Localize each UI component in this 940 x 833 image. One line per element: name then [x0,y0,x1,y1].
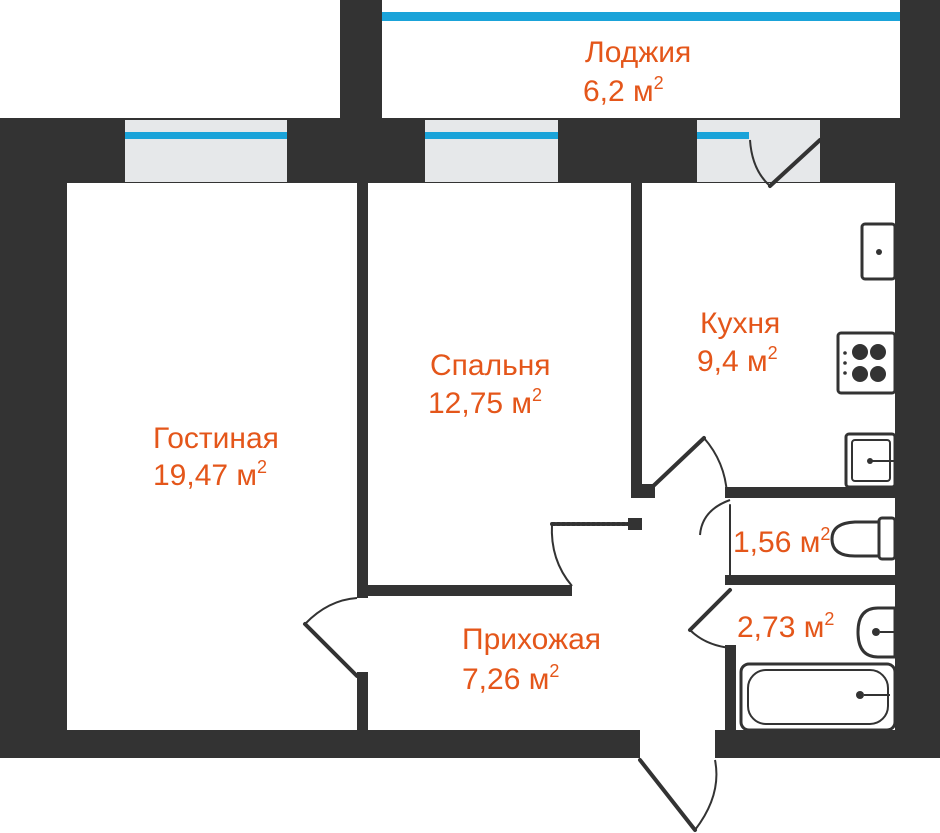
living-bedroom-partition [357,183,368,598]
bathroom-door [688,588,732,632]
kitchen-bottom-wall [725,487,895,498]
kitchen-window [697,132,749,139]
bottom-wall-right [715,730,940,758]
windows [125,0,900,182]
balcony-door-swing [749,139,771,187]
bathroom-left-wall [725,645,736,730]
living-door-swing [304,597,358,625]
stove-icon [836,331,897,395]
kitchen-name: Кухня [700,307,780,340]
loggia-area: 6,2 м2 [583,73,664,108]
wetzone-corner-top [725,487,736,497]
toilet-icon [830,516,897,561]
doors [303,138,822,832]
fixtures [739,222,897,732]
loggia-name: Лоджия [585,36,691,69]
bedroom-bottom-wall [357,585,572,596]
entrance-door [638,758,697,832]
bedroom-door-jamb [628,518,642,530]
kitchen-door-swing [703,437,728,495]
bathtub-icon [739,662,897,732]
sink-icon [860,222,897,281]
bedroom-name: Спальня [430,349,551,382]
bedroom-kitchen-partition [631,183,642,498]
loggia-left-wall [340,0,382,120]
hallway-name: Прихожая [462,623,601,656]
bottom-wall-left [0,730,640,758]
living-name: Гостиная [153,422,279,455]
kitchen-sink-icon [844,432,897,489]
bathroom-area: 2,73 м2 [737,609,834,644]
wetzone-corner-mid [725,575,736,585]
hallway-area: 7,26 м2 [462,661,559,696]
right-wall [895,118,940,758]
toilet-bath-wall [725,575,895,585]
loggia-right-wall [900,0,940,120]
left-wall [0,118,67,758]
kitchen-door [646,436,706,493]
toilet-door-swing [699,499,731,536]
living-area: 19,47 м2 [153,457,267,492]
toilet-area: 1,56 м2 [733,524,830,559]
bedroom-window-frame [425,120,558,182]
bedroom-door-swing [550,523,573,587]
balcony-door [768,138,822,188]
loggia-window [382,12,900,21]
room-labels: Лоджия 6,2 м2 Гостиная 19,47 м2 Спальня … [153,36,834,696]
bathroom-door-swing [689,629,731,649]
living-hall-partition [357,672,368,730]
washbasin-icon [856,606,897,659]
living-window [125,132,287,139]
living-window-frame [125,120,287,182]
entrance-door-swing [694,759,718,831]
bedroom-area: 12,75 м2 [428,385,542,420]
kitchen-area: 9,4 м2 [697,343,778,378]
living-door [303,622,359,678]
bedroom-window [425,132,558,139]
walls [0,0,940,758]
